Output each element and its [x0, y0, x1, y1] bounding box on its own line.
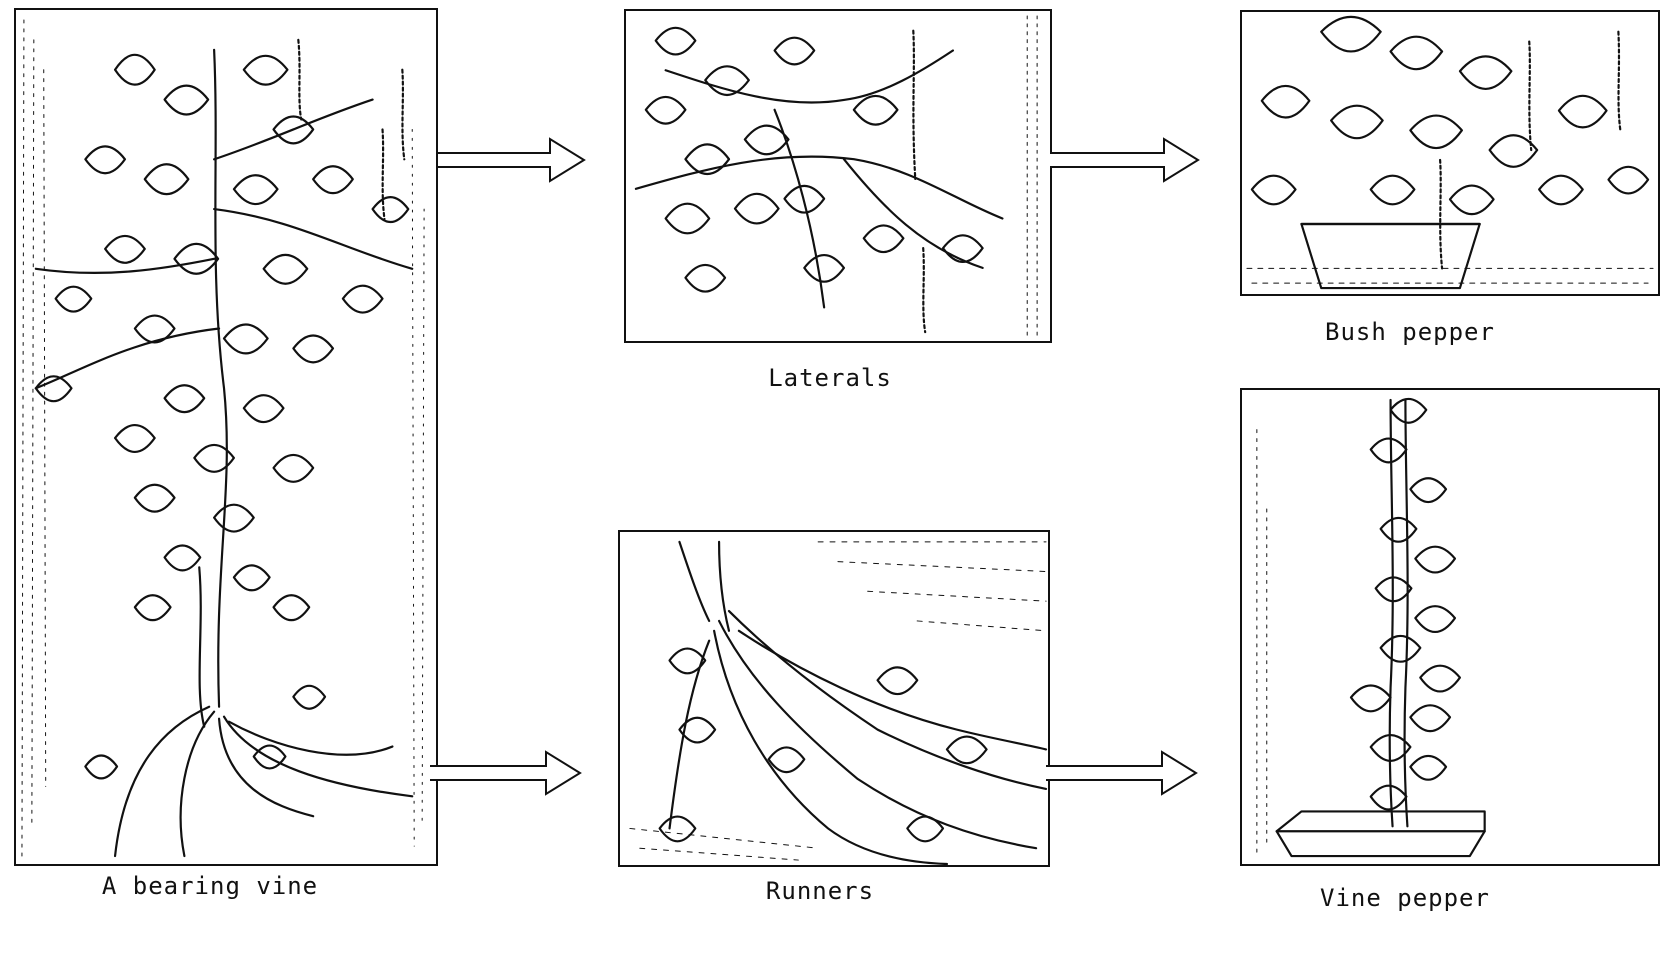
vine-pepper-caption: Vine pepper	[1295, 884, 1515, 912]
bearing-vine-panel	[14, 8, 438, 866]
runners-panel	[618, 530, 1050, 867]
vine-pepper-panel	[1240, 388, 1660, 866]
laterals-panel	[624, 9, 1052, 343]
arrow-to-laterals	[438, 135, 586, 185]
laterals-caption: Laterals	[730, 364, 930, 392]
bush-pepper-panel	[1240, 10, 1660, 296]
bearing-vine-illustration	[16, 10, 436, 864]
runners-illustration	[620, 532, 1048, 865]
runners-caption: Runners	[720, 877, 920, 905]
bush-pepper-illustration	[1242, 12, 1658, 294]
arrow-to-bush-pepper	[1050, 135, 1200, 185]
vine-pepper-illustration	[1242, 390, 1658, 864]
arrow-to-vine-pepper	[1046, 748, 1198, 798]
laterals-illustration	[626, 11, 1050, 341]
bush-pepper-caption: Bush pepper	[1300, 318, 1520, 346]
arrow-to-runners	[430, 748, 582, 798]
bearing-vine-caption: A bearing vine	[60, 872, 360, 900]
